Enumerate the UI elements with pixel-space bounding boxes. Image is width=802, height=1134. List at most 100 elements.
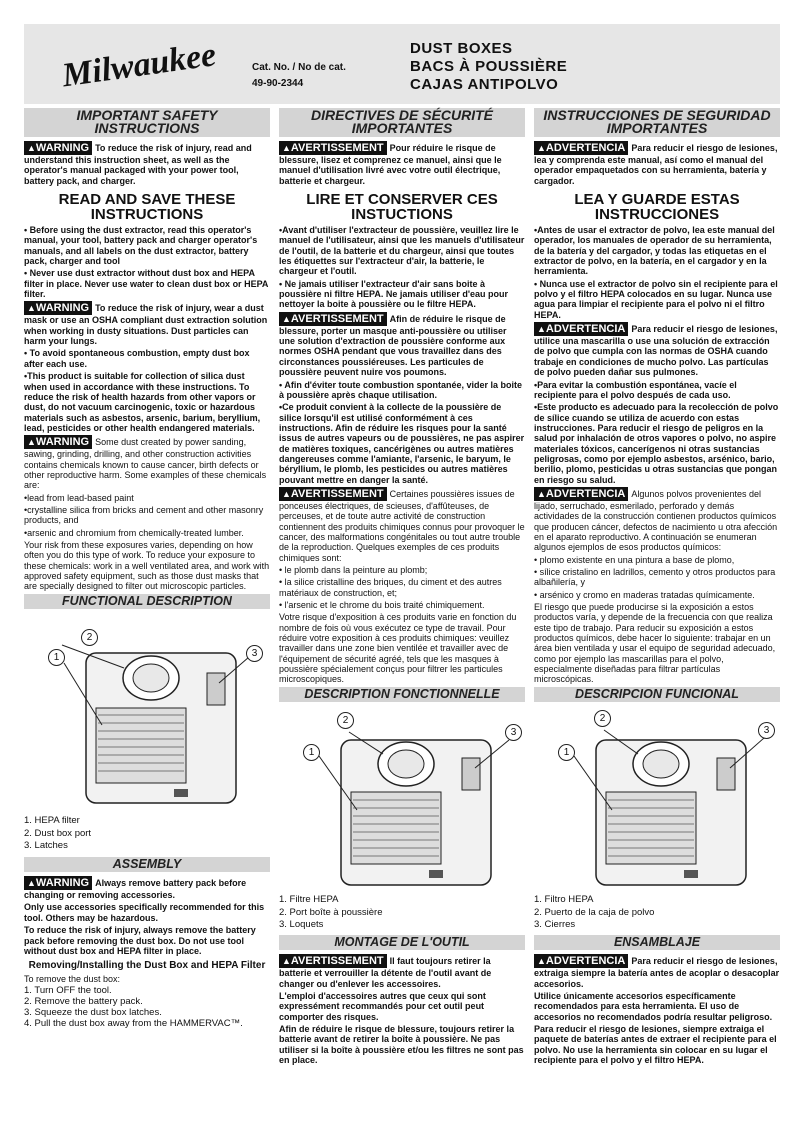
callout-2: 2 <box>81 628 98 646</box>
list-item: • sílice cristalino en ladrillos, cement… <box>534 567 776 588</box>
section-title: DIRECTIVES DE SÉCURITÉ IMPORTANTES <box>279 108 525 137</box>
bullet-text: •Antes de usar el extractor de polvo, le… <box>534 225 775 277</box>
body-text: Utilice únicamente accesorios específica… <box>534 990 773 1022</box>
catalog-label: Cat. No. / No de cat. <box>252 62 346 73</box>
dust-box-drawing <box>573 729 765 886</box>
section-heading: LEA Y GUARDE ESTAS INSTRUCCIONES <box>574 191 740 224</box>
warning-text: Afin de réduire le risque de blessure, p… <box>279 313 507 378</box>
warning-triangle-icon: ▲ <box>282 956 291 967</box>
product-title-en: DUST BOXES <box>410 40 513 57</box>
section-heading: READ AND SAVE THESE INSTRUCTIONS <box>58 191 236 224</box>
bullet-text: •Este producto es adecuado para la recol… <box>534 402 779 485</box>
body-text: Your risk from these exposures varies, d… <box>24 539 270 592</box>
warning-triangle-icon: ▲ <box>27 437 36 448</box>
section-title: DESCRIPTION FONCTIONNELLE <box>279 686 525 702</box>
body-text: To reduce the risk of injury, always rem… <box>24 925 256 956</box>
product-title-fr: BACS À POUSSIÈRE <box>410 58 568 75</box>
warning-badge: ▲ADVERTENCIA <box>534 322 629 337</box>
bullet-text: • Afin d'éviter toute combustion spontan… <box>279 379 522 400</box>
list-item: • plomo existente en una pintura a base … <box>534 554 735 565</box>
list-item: •crystalline silica from bricks and ceme… <box>24 504 264 526</box>
body-text: Afin de réduire le risque de blessure, t… <box>279 1023 524 1065</box>
bullet-text: • Ne jamais utiliser l'extracteur d'air … <box>279 278 509 310</box>
callout-3: 3 <box>758 721 775 739</box>
bullet-text: •Para evitar la combustión espontánea, v… <box>534 379 737 400</box>
callout-1: 1 <box>303 743 320 761</box>
warning-triangle-icon: ▲ <box>27 143 36 153</box>
warning-badge: ▲AVERTISSEMENT <box>279 954 387 969</box>
legend-item: 3. Loquets <box>279 919 324 931</box>
dust-box-illustration: 2 1 3 <box>24 613 270 813</box>
warning-badge: ▲ADVERTENCIA <box>534 141 629 155</box>
warning-text: Certaines poussières issues de ponceuses… <box>279 488 525 563</box>
warning-text: To reduce the risk of injury, wear a dus… <box>24 303 268 347</box>
callout-1: 1 <box>48 648 65 666</box>
warning-badge: ▲WARNING <box>24 876 93 891</box>
legend-item: 3. Latches <box>24 840 68 852</box>
body-text: El riesgo que puede producirse si la exp… <box>534 602 776 685</box>
figure-legend: 1. Filtro HEPA 2. Puerto de la caja de p… <box>534 894 780 932</box>
warning-triangle-icon: ▲ <box>282 143 291 153</box>
callout-3: 3 <box>246 644 263 662</box>
section-title: MONTAGE DE L'OUTIL <box>279 935 525 951</box>
list-item: •lead from lead-based paint <box>24 492 134 503</box>
warning-text: Algunos polvos provenientes del lijado, … <box>534 488 778 553</box>
section-heading: LIRE ET CONSERVER CES INSTUCTIONS <box>306 191 498 224</box>
bullet-text: •Ce produit convient à la collecte de la… <box>279 402 525 485</box>
warning-text: Para reducir el riesgo de lesiones, extr… <box>534 956 780 989</box>
section-title: ENSAMBLAJE <box>534 935 780 951</box>
step-item: 2. Remove the battery pack. <box>24 995 143 1007</box>
warning-text: Pour réduire le risque de blessure, lise… <box>279 143 502 186</box>
list-item: • l'arsenic et le chrome du bois traité … <box>279 600 485 611</box>
warning-badge: ▲ADVERTENCIA <box>534 486 629 501</box>
bullet-text: •Avant d'utiliser l'extracteur de poussi… <box>279 225 525 277</box>
bullet-text: • Nunca use el extractor de polvo sin el… <box>534 278 778 320</box>
bullet-text: • Before using the dust extractor, read … <box>24 225 258 267</box>
body-text: Only use accessories specifically recomm… <box>24 902 265 923</box>
dust-box-drawing <box>318 731 510 886</box>
warning-triangle-icon: ▲ <box>537 488 546 499</box>
figure-legend: 1. HEPA filter 2. Dust box port 3. Latch… <box>24 815 270 853</box>
warning-triangle-icon: ▲ <box>537 956 546 967</box>
warning-triangle-icon: ▲ <box>282 313 291 324</box>
warning-text: To reduce the risk of injury, read and u… <box>24 143 252 186</box>
legend-item: 2. Dust box port <box>24 827 92 839</box>
dust-box-illustration: 2 1 3 <box>534 706 780 892</box>
warning-triangle-icon: ▲ <box>537 324 546 335</box>
section-title: ASSEMBLY <box>24 857 270 873</box>
body-text: Para reducir el riesgo de lesiones, siem… <box>534 1023 777 1065</box>
list-item: • la silice cristalline des briques, du … <box>279 577 502 598</box>
header-band <box>24 24 780 104</box>
legend-item: 3. Cierres <box>534 919 576 931</box>
warning-badge: ▲WARNING <box>24 435 93 450</box>
spanish-column: INSTRUCCIONES DE SEGURIDAD IMPORTANTES ▲… <box>534 108 780 1067</box>
warning-triangle-icon: ▲ <box>27 303 36 314</box>
list-item: • arsénico y cromo en maderas tratadas q… <box>534 589 755 600</box>
step-item: 1. Turn OFF the tool. <box>24 985 112 997</box>
warning-badge: ▲ADVERTENCIA <box>534 954 629 969</box>
bullet-text: •This product is suitable for collection… <box>24 371 261 433</box>
milwaukee-logo: Milwaukee <box>59 38 219 90</box>
svg-text:Milwaukee: Milwaukee <box>59 38 219 90</box>
warning-badge: ▲AVERTISSEMENT <box>279 141 387 155</box>
steps-list: 1. Turn OFF the tool. 2. Remove the batt… <box>24 985 270 1030</box>
warning-badge: ▲AVERTISSEMENT <box>279 486 387 501</box>
french-column: DIRECTIVES DE SÉCURITÉ IMPORTANTES ▲AVER… <box>279 108 525 1067</box>
legend-item: 2. Puerto de la caja de polvo <box>534 906 655 918</box>
warning-badge: ▲WARNING <box>24 141 93 155</box>
warning-triangle-icon: ▲ <box>27 878 36 889</box>
list-item: •arsenic and chromium from chemically-tr… <box>24 527 244 538</box>
steps-intro: To remove the dust box: <box>24 973 121 984</box>
warning-text: Always remove battery pack before changi… <box>24 878 247 901</box>
list-item: • le plomb dans la peinture au plomb; <box>279 565 428 575</box>
legend-item: 1. Filtre HEPA <box>279 893 339 905</box>
callout-2: 2 <box>337 711 354 729</box>
bullet-text: • To avoid spontaneous combustion, empty… <box>24 348 250 369</box>
warning-triangle-icon: ▲ <box>282 488 291 499</box>
warning-text: Para reducir el riesgo de lesiones, util… <box>534 324 778 378</box>
dust-box-illustration: 2 1 3 <box>279 706 525 892</box>
body-text: L'emploi d'accessoires autres que ceux q… <box>279 990 486 1022</box>
callout-3: 3 <box>505 723 522 741</box>
subsection-heading: Removing/Installing the Dust Box and HEP… <box>28 960 266 972</box>
